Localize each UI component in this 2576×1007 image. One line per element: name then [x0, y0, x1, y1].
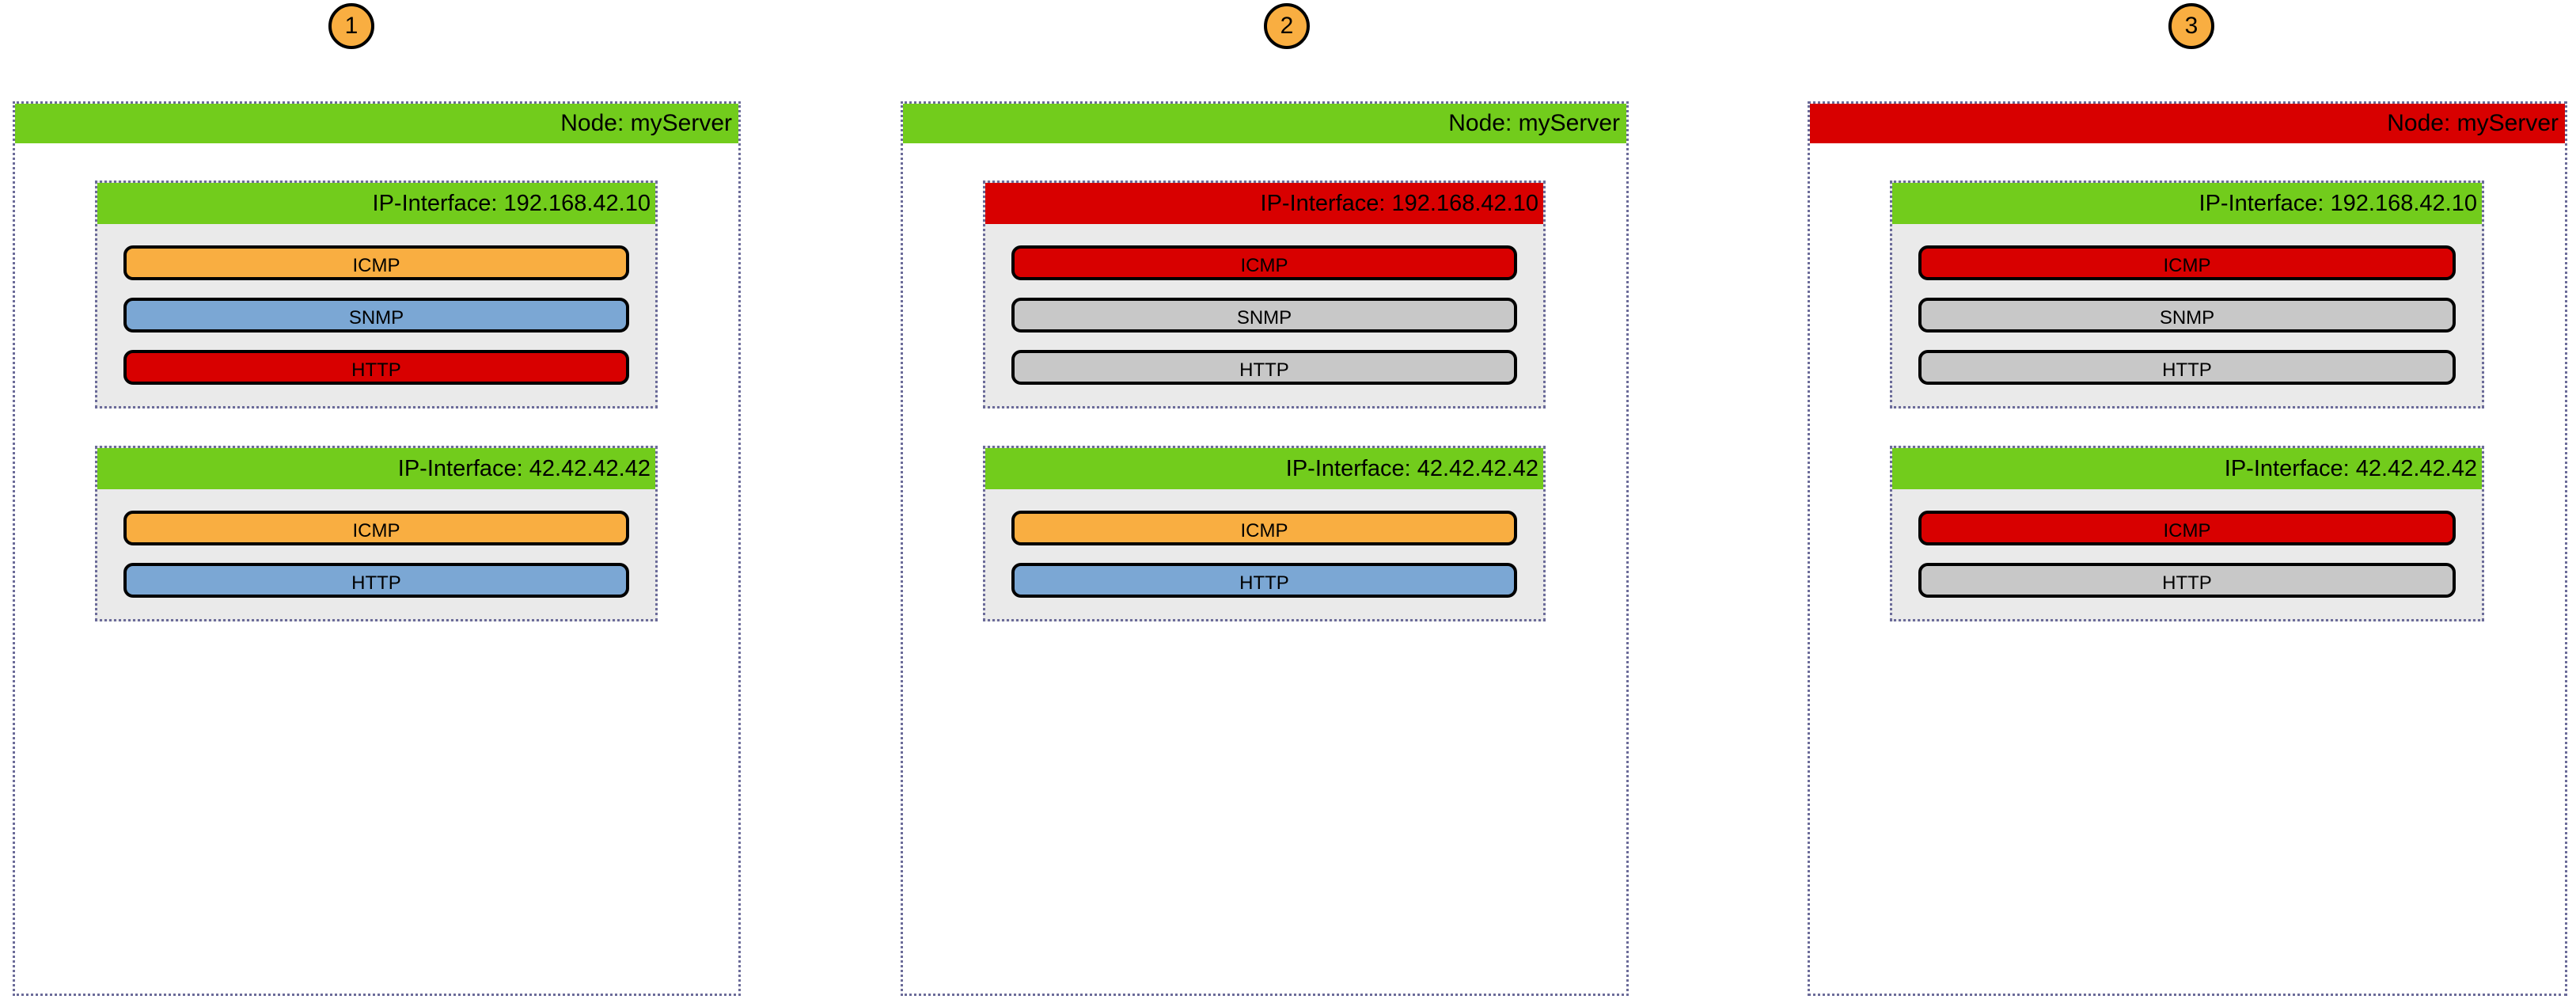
- node-label: Node: myServer: [560, 110, 732, 136]
- service-pill-icmp[interactable]: ICMP: [1918, 511, 2456, 545]
- service-pill-icmp[interactable]: ICMP: [1011, 245, 1517, 280]
- node-container: Node: myServer IP-Interface: 192.168.42.…: [13, 101, 741, 996]
- service-pill-http[interactable]: HTTP: [1918, 350, 2456, 385]
- service-label: HTTP: [2162, 359, 2212, 381]
- service-pill-http[interactable]: HTTP: [1011, 563, 1517, 598]
- service-pill-snmp[interactable]: SNMP: [123, 298, 629, 332]
- node-container: Node: myServer IP-Interface: 192.168.42.…: [901, 101, 1629, 996]
- ip-interface-box: IP-Interface: 42.42.42.42 ICMP HTTP: [95, 446, 658, 621]
- service-pill-snmp[interactable]: SNMP: [1011, 298, 1517, 332]
- service-pill-http[interactable]: HTTP: [1011, 350, 1517, 385]
- service-list: ICMP HTTP: [985, 489, 1543, 619]
- service-pill-http[interactable]: HTTP: [123, 563, 629, 598]
- service-pill-icmp[interactable]: ICMP: [123, 511, 629, 545]
- interface-list: IP-Interface: 192.168.42.10 ICMP SNMP HT…: [983, 180, 1546, 659]
- interface-list: IP-Interface: 192.168.42.10 ICMP SNMP HT…: [95, 180, 658, 659]
- interface-list: IP-Interface: 192.168.42.10 ICMP SNMP HT…: [1890, 180, 2484, 659]
- ip-interface-status-header: IP-Interface: 42.42.42.42: [1892, 448, 2482, 489]
- node-label: Node: myServer: [1448, 110, 1620, 136]
- service-pill-snmp[interactable]: SNMP: [1918, 298, 2456, 332]
- node-status-header: Node: myServer: [903, 104, 1626, 143]
- node-status-header: Node: myServer: [1810, 104, 2565, 143]
- service-list: ICMP SNMP HTTP: [97, 224, 655, 406]
- step-badge-label: 3: [2184, 13, 2199, 39]
- ip-interface-box: IP-Interface: 42.42.42.42 ICMP HTTP: [983, 446, 1546, 621]
- node-container: Node: myServer IP-Interface: 192.168.42.…: [1808, 101, 2567, 996]
- service-pill-http[interactable]: HTTP: [123, 350, 629, 385]
- service-label: SNMP: [348, 307, 404, 329]
- service-label: ICMP: [352, 255, 400, 276]
- service-label: SNMP: [2159, 307, 2215, 329]
- service-pill-icmp[interactable]: ICMP: [123, 245, 629, 280]
- service-list: ICMP SNMP HTTP: [1892, 224, 2482, 406]
- step-badge-label: 2: [1280, 13, 1294, 39]
- service-label: HTTP: [351, 572, 401, 594]
- service-list: ICMP HTTP: [97, 489, 655, 619]
- service-label: SNMP: [1236, 307, 1292, 329]
- step-badge-3: 3: [2168, 3, 2214, 49]
- ip-interface-label: IP-Interface: 192.168.42.10: [372, 191, 651, 216]
- service-pill-icmp[interactable]: ICMP: [1011, 511, 1517, 545]
- ip-interface-status-header: IP-Interface: 192.168.42.10: [97, 183, 655, 224]
- service-label: HTTP: [1239, 572, 1289, 594]
- scenario-panel-3: 3 Node: myServer IP-Interface: 192.168.4…: [1795, 0, 2576, 1007]
- ip-interface-box: IP-Interface: 192.168.42.10 ICMP SNMP HT…: [95, 180, 658, 408]
- node-label: Node: myServer: [2387, 110, 2559, 136]
- step-badge-2: 2: [1264, 3, 1310, 49]
- ip-interface-label: IP-Interface: 42.42.42.42: [1285, 456, 1538, 481]
- service-label: ICMP: [2163, 520, 2211, 542]
- service-list: ICMP HTTP: [1892, 489, 2482, 619]
- service-pill-http[interactable]: HTTP: [1918, 563, 2456, 598]
- ip-interface-box: IP-Interface: 192.168.42.10 ICMP SNMP HT…: [983, 180, 1546, 408]
- service-label: ICMP: [2163, 255, 2211, 276]
- service-label: HTTP: [2162, 572, 2212, 594]
- ip-interface-label: IP-Interface: 42.42.42.42: [2224, 456, 2477, 481]
- service-label: HTTP: [351, 359, 401, 381]
- ip-interface-box: IP-Interface: 42.42.42.42 ICMP HTTP: [1890, 446, 2484, 621]
- ip-interface-status-header: IP-Interface: 42.42.42.42: [985, 448, 1543, 489]
- ip-interface-status-header: IP-Interface: 192.168.42.10: [985, 183, 1543, 224]
- node-status-header: Node: myServer: [15, 104, 738, 143]
- service-list: ICMP SNMP HTTP: [985, 224, 1543, 406]
- service-pill-icmp[interactable]: ICMP: [1918, 245, 2456, 280]
- service-label: HTTP: [1239, 359, 1289, 381]
- ip-interface-status-header: IP-Interface: 192.168.42.10: [1892, 183, 2482, 224]
- ip-interface-label: IP-Interface: 192.168.42.10: [1260, 191, 1538, 216]
- service-label: ICMP: [1240, 255, 1288, 276]
- ip-interface-label: IP-Interface: 42.42.42.42: [397, 456, 651, 481]
- scenario-panel-1: 1 Node: myServer IP-Interface: 192.168.4…: [0, 0, 815, 1007]
- ip-interface-status-header: IP-Interface: 42.42.42.42: [97, 448, 655, 489]
- step-badge-label: 1: [344, 13, 359, 39]
- ip-interface-label: IP-Interface: 192.168.42.10: [2199, 191, 2477, 216]
- scenario-panel-2: 2 Node: myServer IP-Interface: 192.168.4…: [888, 0, 1703, 1007]
- ip-interface-box: IP-Interface: 192.168.42.10 ICMP SNMP HT…: [1890, 180, 2484, 408]
- service-label: ICMP: [1240, 520, 1288, 542]
- step-badge-1: 1: [328, 3, 374, 49]
- service-label: ICMP: [352, 520, 400, 542]
